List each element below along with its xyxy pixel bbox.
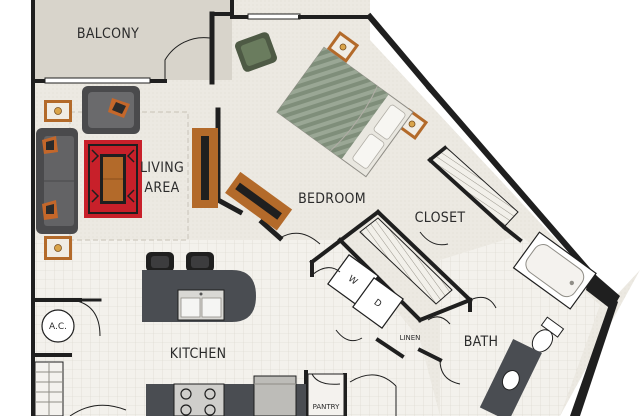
laundry-door-lower[interactable] [335,329,363,342]
living-area-label-line2: AREA [144,180,179,196]
armchair [82,86,140,134]
bed [276,46,414,178]
kitchen-door-left[interactable] [69,404,127,416]
refrigerator [253,375,297,416]
area-rug [84,140,142,218]
bath-exterior-wall [570,296,618,416]
living-area-label-line1: LIVING [140,160,184,176]
kitchen-sink [177,289,225,321]
pantry-label: PANTRY [313,403,340,411]
dryer: D [352,277,404,329]
sofa [36,128,78,234]
pantry-door[interactable] [311,373,341,385]
toilet [531,316,565,353]
bedroom-armchair [235,32,277,72]
tv-console [192,128,218,208]
balcony-floor [32,0,232,80]
ac-label: A.C. [49,322,67,332]
bath-door[interactable] [439,359,461,385]
exterior-right [370,0,640,300]
range-stove [173,383,225,416]
bath-door-upper[interactable] [469,296,497,309]
nightstand-top [326,31,360,63]
closet-shelf-lower [359,217,453,305]
end-table-top [44,100,72,122]
bar-stool-1 [146,252,174,272]
bedroom-label: BEDROOM [298,191,366,207]
closet-shelf-upper [431,147,519,227]
balcony-label: BALCONY [77,26,139,42]
vanity [479,339,542,416]
kitchen-label: KITCHEN [170,346,227,362]
ac-door[interactable] [71,299,101,337]
closet-door[interactable] [419,231,449,246]
entry-door[interactable] [349,374,397,387]
end-table-bottom [44,236,72,260]
linen-label: LINEN [400,334,421,342]
dryer-label: D [372,298,384,310]
dresser [225,171,293,231]
closet-label: CLOSET [415,210,466,226]
bathtub [512,231,597,310]
bath-label: BATH [464,334,499,350]
storage-shelves [34,361,64,416]
laundry-door[interactable] [311,267,341,276]
linen-door[interactable] [427,316,451,325]
bedroom-door[interactable] [279,232,321,245]
pantry-closet [307,373,345,416]
bar-stool-2 [186,252,214,272]
balcony-door[interactable] [164,37,211,81]
ac-unit [41,309,75,343]
